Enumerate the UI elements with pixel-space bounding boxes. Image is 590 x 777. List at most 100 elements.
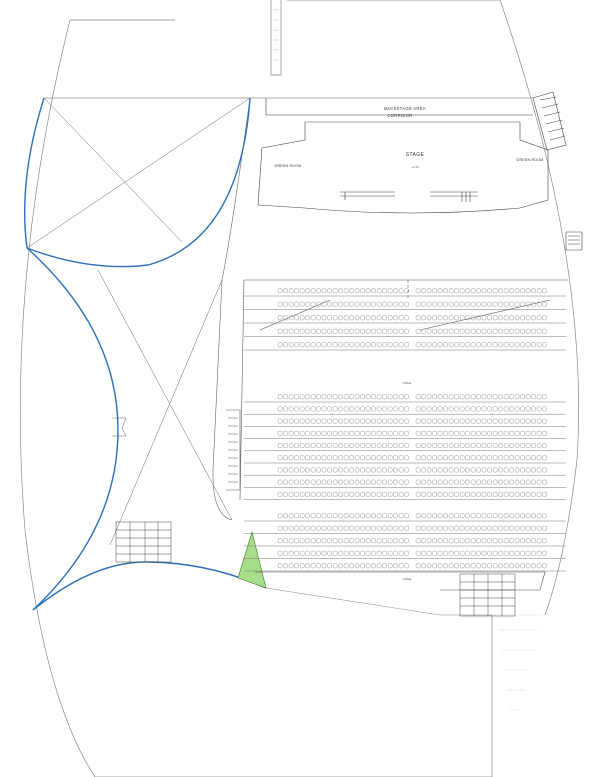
seat xyxy=(365,563,371,569)
seat xyxy=(288,328,294,334)
seat xyxy=(437,455,443,461)
seat xyxy=(421,288,426,294)
seat xyxy=(470,315,476,321)
seat xyxy=(542,563,547,569)
seat xyxy=(283,315,288,321)
seat xyxy=(421,418,426,424)
seat xyxy=(437,288,443,294)
seat xyxy=(305,328,310,334)
seat xyxy=(503,315,509,321)
seat xyxy=(443,455,448,461)
seat xyxy=(525,513,531,519)
seat xyxy=(277,342,283,348)
seat xyxy=(476,301,481,307)
seat xyxy=(327,467,332,473)
seat xyxy=(360,342,365,348)
seat xyxy=(503,525,509,531)
seat xyxy=(421,301,426,307)
seat xyxy=(476,430,481,436)
seat xyxy=(470,467,476,473)
seat xyxy=(432,479,437,485)
seat xyxy=(338,406,343,412)
seat xyxy=(382,479,387,485)
seat xyxy=(371,328,376,334)
seat xyxy=(288,467,294,473)
seat xyxy=(415,525,421,531)
seat xyxy=(448,538,454,544)
seat xyxy=(365,513,371,519)
landscape-triangle xyxy=(237,530,267,589)
seat xyxy=(520,525,525,531)
seat xyxy=(454,418,459,424)
seat xyxy=(288,288,294,294)
seat xyxy=(415,342,421,348)
seat xyxy=(332,491,338,497)
seat xyxy=(294,406,299,412)
seat xyxy=(542,479,547,485)
seat xyxy=(349,563,354,569)
seat xyxy=(487,513,492,519)
seat xyxy=(503,328,509,334)
foyer-curve-top xyxy=(24,97,45,249)
seat xyxy=(371,513,376,519)
seat xyxy=(404,563,409,569)
seat xyxy=(343,479,349,485)
seat xyxy=(542,455,547,461)
seat xyxy=(487,550,492,556)
seat xyxy=(509,467,514,473)
seat xyxy=(437,525,443,531)
seat xyxy=(536,563,542,569)
seat xyxy=(476,394,481,400)
seat xyxy=(448,525,454,531)
seat xyxy=(465,418,470,424)
seat xyxy=(487,301,492,307)
seat xyxy=(443,301,448,307)
seat xyxy=(432,538,437,544)
seat xyxy=(376,301,382,307)
seat xyxy=(365,525,371,531)
seat xyxy=(492,406,498,412)
seat xyxy=(360,406,365,412)
seat xyxy=(371,430,376,436)
seat xyxy=(310,328,316,334)
seat xyxy=(305,563,310,569)
seat xyxy=(354,315,360,321)
seat xyxy=(332,467,338,473)
seat xyxy=(426,288,432,294)
seat xyxy=(415,406,421,412)
seat xyxy=(470,513,476,519)
seat xyxy=(382,328,387,334)
seat xyxy=(316,288,321,294)
seat xyxy=(343,455,349,461)
seat xyxy=(343,538,349,544)
seat xyxy=(454,467,459,473)
seat xyxy=(465,491,470,497)
seat xyxy=(520,479,525,485)
seat xyxy=(520,443,525,449)
seat xyxy=(509,538,514,544)
seat xyxy=(316,479,321,485)
seat xyxy=(448,342,454,348)
seat xyxy=(371,563,376,569)
seat xyxy=(288,538,294,544)
seat xyxy=(520,406,525,412)
seat xyxy=(288,550,294,556)
seat xyxy=(316,538,321,544)
seat xyxy=(360,538,365,544)
seat xyxy=(283,479,288,485)
seat xyxy=(316,406,321,412)
seat xyxy=(343,418,349,424)
seat xyxy=(371,406,376,412)
green-room-right-label: GREEN ROOM xyxy=(517,158,544,162)
seat xyxy=(487,406,492,412)
seat xyxy=(288,406,294,412)
seat xyxy=(277,406,283,412)
seat xyxy=(426,563,432,569)
outer-wall-right xyxy=(499,0,579,616)
seat xyxy=(432,491,437,497)
seat xyxy=(481,430,487,436)
seat xyxy=(531,443,536,449)
seat xyxy=(294,491,299,497)
seat xyxy=(371,394,376,400)
seat xyxy=(387,563,393,569)
